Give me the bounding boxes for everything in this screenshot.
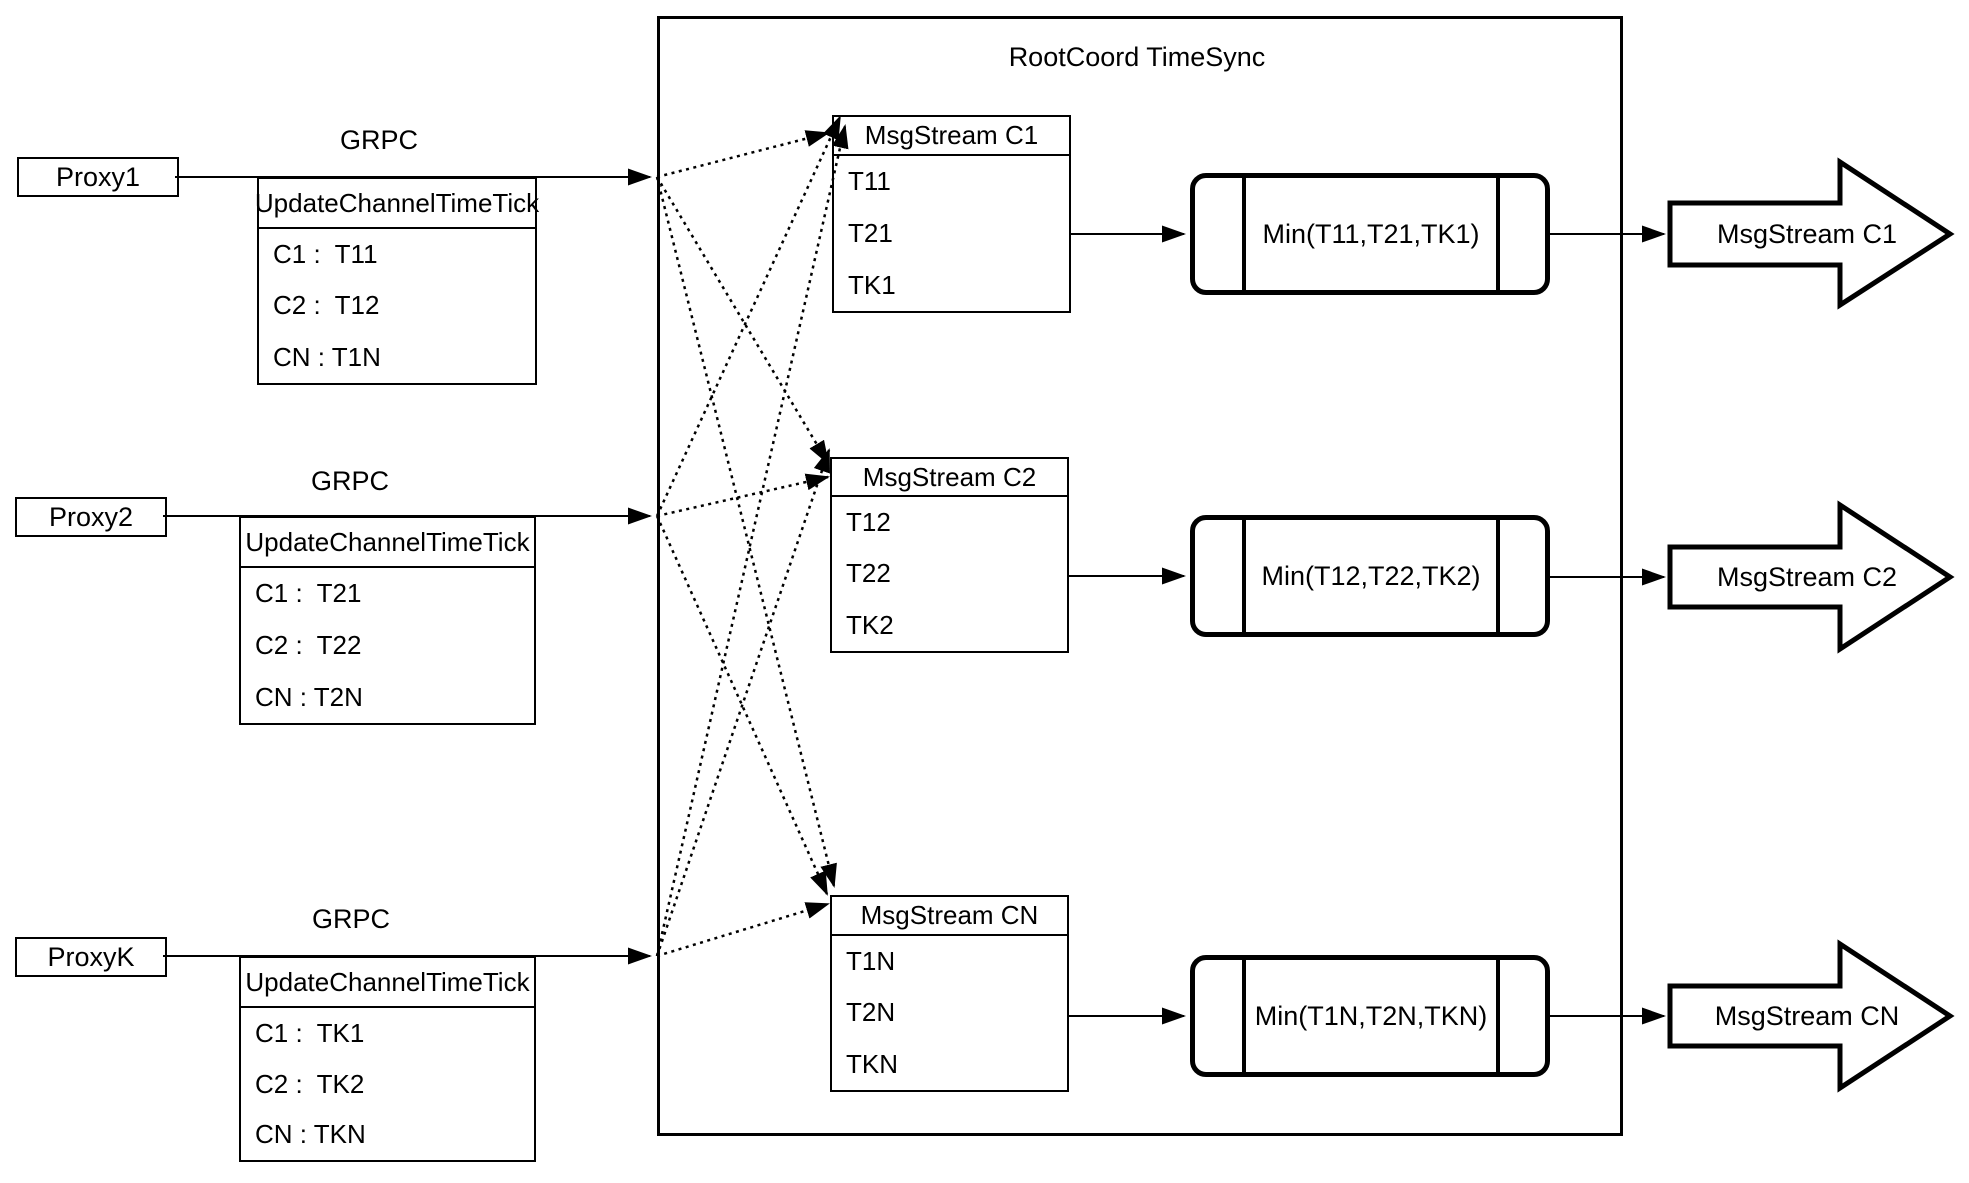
min-box-divider-right xyxy=(1496,960,1500,1072)
update-channel-table-row3: UpdateChannelTimeTick C1 : TK1 C2 : TK2 … xyxy=(239,956,536,1162)
min-box-row2: Min(T12,T22,TK2) xyxy=(1190,515,1550,637)
table-row: CN : T1N xyxy=(273,341,381,372)
table-row: T11 xyxy=(848,166,891,197)
table-row: C2 : TK2 xyxy=(255,1068,365,1099)
grpc-label-row3: GRPC xyxy=(311,904,390,934)
table-row: TKN xyxy=(846,1048,898,1079)
table-row: TK2 xyxy=(846,609,894,640)
table-row: T2N xyxy=(846,997,896,1028)
rootcoord-title: RootCoord TimeSync xyxy=(1008,42,1266,72)
table-header: MsgStream C2 xyxy=(832,459,1067,497)
table-row: T22 xyxy=(846,558,891,589)
table-row: TK1 xyxy=(848,269,896,300)
proxyk-box: ProxyK xyxy=(15,937,167,977)
table-row: C1 : TK1 xyxy=(255,1017,365,1048)
proxy2-label: Proxy2 xyxy=(48,501,134,532)
table-row: C2 : T22 xyxy=(255,630,362,660)
min-label: Min(T1N,T2N,TKN) xyxy=(1254,1000,1488,1031)
min-box-divider-left xyxy=(1242,960,1246,1072)
table-row: T21 xyxy=(848,218,893,248)
table-row: T1N xyxy=(846,946,896,977)
msgstream-c1-table: MsgStream C1 T11 T21 TK1 xyxy=(832,115,1071,313)
msgstream-cn-table: MsgStream CN T1N T2N TKN xyxy=(830,895,1069,1092)
min-box-divider-left xyxy=(1242,520,1246,632)
table-header: UpdateChannelTimeTick xyxy=(241,518,534,568)
min-box-row3: Min(T1N,T2N,TKN) xyxy=(1190,955,1550,1077)
update-channel-table-row1: UpdateChannelTimeTick C1 : T11 C2 : T12 … xyxy=(255,177,539,385)
output-arrow-label-row1: MsgStream C1 xyxy=(1716,219,1898,249)
output-arrow-label-row2: MsgStream C2 xyxy=(1716,562,1898,592)
table-row: CN : T2N xyxy=(255,681,363,712)
msgstream-c2-table: MsgStream C2 T12 T22 TK2 xyxy=(830,457,1069,653)
proxy2-box: Proxy2 xyxy=(15,497,167,537)
min-label: Min(T12,T22,TK2) xyxy=(1261,560,1481,591)
table-header: UpdateChannelTimeTick xyxy=(241,958,534,1008)
table-row: T12 xyxy=(846,507,891,538)
grpc-label-row1: GRPC xyxy=(339,125,418,155)
table-header: MsgStream CN xyxy=(832,897,1067,936)
proxyk-label: ProxyK xyxy=(47,941,135,972)
table-header: UpdateChannelTimeTick xyxy=(255,179,539,229)
table-row: C1 : T21 xyxy=(255,578,362,609)
min-box-divider-right xyxy=(1496,178,1500,290)
grpc-label-row2: GRPC xyxy=(310,466,389,496)
min-box-row1: Min(T11,T21,TK1) xyxy=(1190,173,1550,295)
proxy1-box: Proxy1 xyxy=(17,157,179,197)
min-label: Min(T11,T21,TK1) xyxy=(1262,218,1480,249)
proxy1-label: Proxy1 xyxy=(55,161,141,192)
table-row: C1 : T11 xyxy=(273,239,378,270)
output-arrow-label-row3: MsgStream CN xyxy=(1714,1001,1900,1031)
min-box-divider-left xyxy=(1242,178,1246,290)
min-box-divider-right xyxy=(1496,520,1500,632)
update-channel-table-row2: UpdateChannelTimeTick C1 : T21 C2 : T22 … xyxy=(239,516,536,725)
table-row: CN : TKN xyxy=(255,1119,366,1150)
table-row: C2 : T12 xyxy=(273,290,380,321)
table-header: MsgStream C1 xyxy=(834,117,1069,156)
